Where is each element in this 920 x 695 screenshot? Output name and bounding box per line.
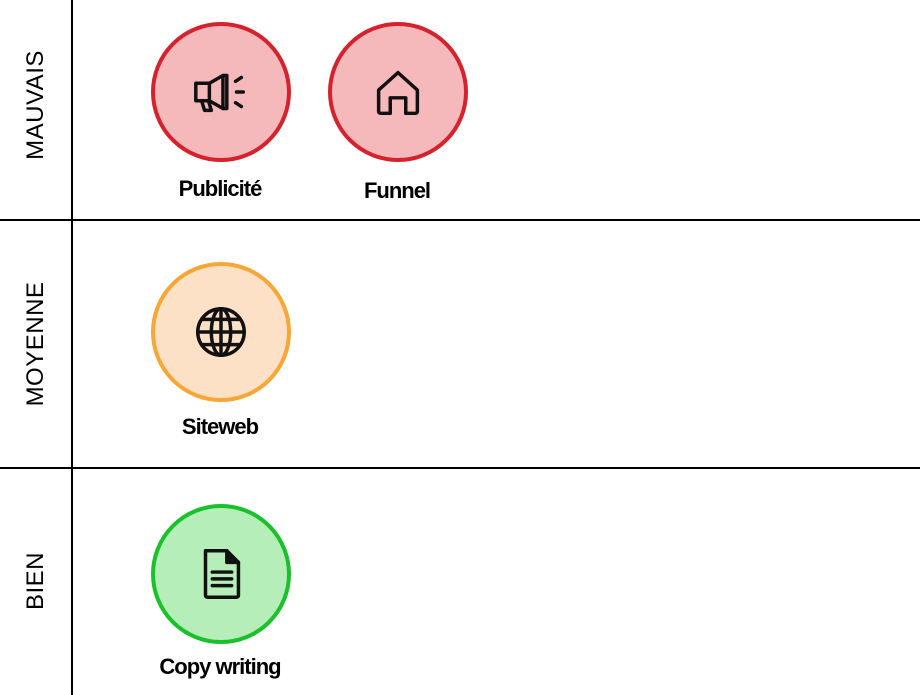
row-label-moyenne: MOYENNE [22, 281, 49, 407]
item-siteweb[interactable]: Siteweb [150, 262, 291, 448]
item-label: Publicité [178, 176, 263, 201]
row-label-bien: BIEN [22, 551, 49, 611]
status-circle [151, 504, 291, 644]
home-icon [376, 70, 420, 116]
megaphone-icon [194, 73, 246, 113]
item-funnel[interactable]: Funnel [327, 22, 468, 208]
document-icon [203, 549, 241, 599]
row-divider-1 [0, 219, 920, 221]
row-divider-2 [0, 467, 920, 469]
item-label: Funnel [363, 178, 431, 203]
status-circle [328, 22, 468, 162]
vertical-divider [71, 0, 73, 695]
globe-icon [196, 307, 246, 357]
item-copy-writing[interactable]: Copy writing [150, 504, 291, 690]
status-circle [151, 262, 291, 402]
row-label-mauvais: MAUVAIS [22, 50, 49, 160]
status-circle [151, 22, 291, 162]
item-publicite[interactable]: Publicité [150, 22, 291, 208]
item-label: Copy writing [159, 654, 281, 679]
item-label: Siteweb [181, 414, 259, 439]
